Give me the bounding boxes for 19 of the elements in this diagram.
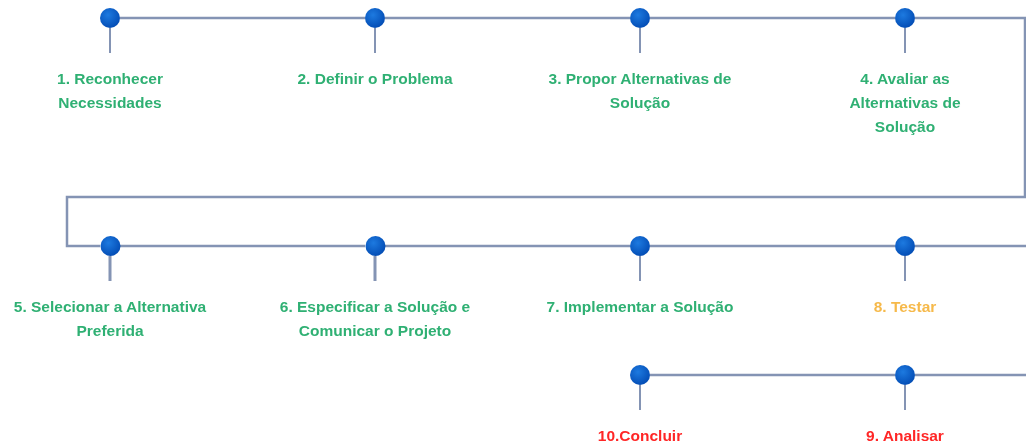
- step-label: 6. Especificar a Solução e Comunicar o Projeto: [278, 297, 472, 341]
- connector-line: [650, 16, 895, 20]
- connector-line: [915, 244, 1026, 377]
- connector-line: [650, 373, 895, 377]
- step-label: 5. Selecionar a Alternativa Preferida: [12, 297, 208, 341]
- step-label: 10.Concluir: [597, 426, 683, 445]
- connector-line: [65, 16, 1026, 248]
- step-label: 3. Propor Alternativas de Solução: [547, 69, 733, 113]
- connector-line: [385, 16, 630, 20]
- step-label: 4. Avaliar as Alternativas de Solução: [848, 69, 962, 137]
- connector-line: [650, 244, 895, 248]
- connector-line: [120, 244, 365, 248]
- step-label: 9. Analisar: [866, 426, 944, 445]
- step-label: 7. Implementar a Solução: [546, 297, 734, 317]
- step-label: 8. Testar: [873, 297, 937, 317]
- step-label: 1. Reconhecer Necessidades: [56, 69, 164, 113]
- step-label: 2. Definir o Problema: [297, 69, 453, 89]
- connector-line: [385, 244, 630, 248]
- connector-line: [120, 16, 365, 20]
